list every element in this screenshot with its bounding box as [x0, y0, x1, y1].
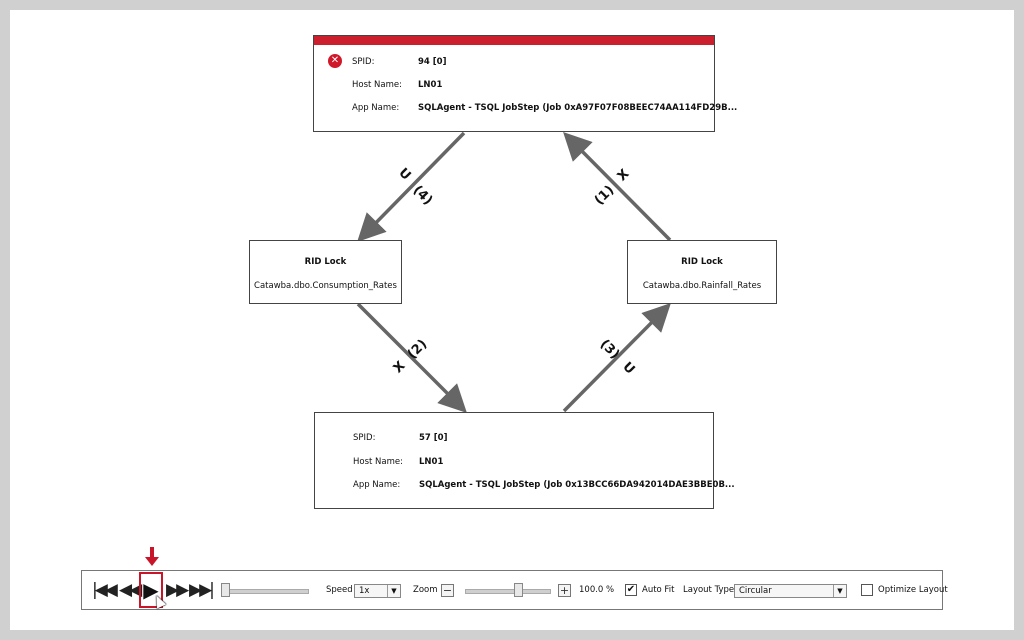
annotation-arrow-icon — [145, 547, 159, 566]
step-forward-icon[interactable]: ▶▶ — [166, 580, 189, 600]
auto-fit-checkbox[interactable]: ✔ — [625, 584, 637, 596]
playback-slider-thumb[interactable] — [221, 583, 230, 597]
victim-error-icon: ✕ — [328, 54, 342, 68]
layout-type-select[interactable]: Circular ▼ — [734, 584, 847, 598]
skip-to-start-icon[interactable]: |◀◀ — [92, 580, 118, 600]
host-name-label: Host Name: — [352, 80, 402, 90]
app-name-value: SQLAgent - TSQL JobStep (Job 0x13BCC66DA… — [419, 480, 735, 490]
edge-1-line — [563, 132, 672, 242]
zoom-in-button[interactable]: + — [558, 584, 571, 597]
host-name-label: Host Name: — [353, 457, 403, 467]
layout-type-value: Circular — [739, 586, 772, 596]
speed-value: 1x — [359, 586, 370, 596]
lock-node-consumption[interactable]: RID Lock Catawba.dbo.Consumption_Rates — [249, 240, 402, 304]
app-name-label: App Name: — [353, 480, 401, 490]
optimize-layout-checkbox[interactable] — [861, 584, 873, 596]
host-name-value: LN01 — [419, 457, 444, 467]
play-button[interactable]: ▶ — [139, 572, 163, 608]
play-icon: ▶ — [143, 578, 159, 602]
layout-type-label: Layout Type — [683, 585, 735, 595]
playback-slider-track[interactable] — [221, 589, 309, 594]
spid-value: 57 [0] — [419, 433, 448, 443]
step-back-icon[interactable]: ◀◀ — [119, 580, 142, 600]
lock-resource: Catawba.dbo.Rainfall_Rates — [642, 281, 762, 291]
zoom-out-button[interactable]: − — [441, 584, 454, 597]
check-icon: ✔ — [626, 584, 636, 595]
chevron-down-icon: ▼ — [387, 585, 400, 597]
zoom-value: 100.0 % — [579, 585, 615, 595]
edge-3-mode: U — [619, 359, 637, 377]
optimize-layout-label: Optimize Layout — [878, 585, 948, 595]
edge-4-mode: U — [395, 165, 413, 183]
spid-label: SPID: — [353, 433, 376, 443]
edge-2-mode: X — [391, 359, 409, 377]
app-name-value: SQLAgent - TSQL JobStep (Job 0xA97F07F08… — [418, 103, 738, 113]
chevron-down-icon: ▼ — [833, 585, 846, 597]
process-node-victim[interactable]: ✕ SPID: 94 [0] Host Name: LN01 App Name:… — [313, 35, 737, 132]
spid-value: 94 [0] — [418, 57, 447, 67]
zoom-slider-thumb[interactable] — [513, 583, 523, 597]
lock-node-rainfall[interactable]: RID Lock Catawba.dbo.Rainfall_Rates — [627, 240, 777, 304]
victim-bar — [314, 36, 714, 45]
zoom-label: Zoom — [413, 585, 438, 595]
edge-1-order: (1) — [592, 183, 617, 208]
spid-label: SPID: — [352, 57, 375, 67]
speed-label: Speed — [326, 585, 353, 595]
playback-toolbar: |◀◀ ◀◀ ▶ ▶▶ ▶▶| Speed 1x ▼ Zoom − + 100.… — [81, 570, 948, 610]
edge-2-order: (2) — [405, 337, 430, 362]
app-name-label: App Name: — [352, 103, 400, 113]
edge-2-line — [356, 302, 467, 413]
lock-title: RID Lock — [681, 257, 723, 267]
edge-1-mode: X — [615, 167, 633, 185]
zoom-slider-track[interactable] — [465, 589, 551, 594]
auto-fit-label: Auto Fit — [642, 585, 675, 595]
speed-select[interactable]: 1x ▼ — [354, 584, 401, 598]
lock-title: RID Lock — [304, 257, 347, 267]
lock-resource: Catawba.dbo.Consumption_Rates — [254, 281, 397, 291]
skip-to-end-icon[interactable]: ▶▶| — [189, 580, 215, 600]
edge-4-line — [357, 131, 466, 242]
process-node[interactable]: SPID: 57 [0] Host Name: LN01 App Name: S… — [314, 412, 735, 509]
edge-3-line — [562, 303, 671, 413]
host-name-value: LN01 — [418, 80, 443, 90]
